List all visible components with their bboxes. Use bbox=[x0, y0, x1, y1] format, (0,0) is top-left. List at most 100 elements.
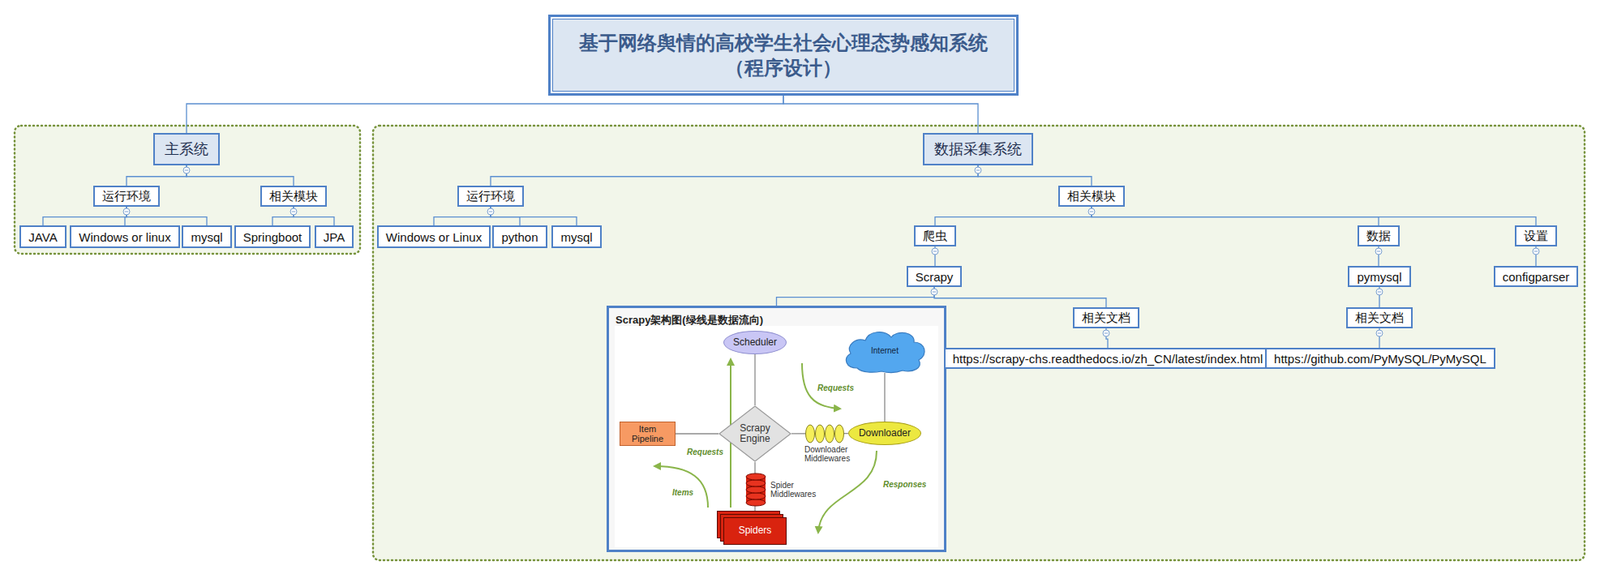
collapse-minus bbox=[1104, 333, 1108, 335]
category-box: 爬虫 bbox=[913, 225, 957, 247]
connector bbox=[754, 354, 755, 406]
data-flow-arrow bbox=[655, 466, 708, 508]
flow-label: Items bbox=[672, 488, 694, 498]
node-text: 运行环境 bbox=[466, 188, 515, 205]
node-text: 设置 bbox=[1523, 228, 1549, 245]
diamond-outline bbox=[719, 406, 791, 462]
leaf-box: Windows or linux bbox=[69, 225, 180, 249]
collapse-minus bbox=[184, 170, 189, 172]
cloud-outline bbox=[845, 332, 925, 374]
collapse-marker bbox=[1088, 208, 1095, 215]
collapse-marker bbox=[487, 208, 494, 215]
category-box: 相关文档 bbox=[1346, 307, 1413, 329]
node-text: https://scrapy-chs.readthedocs.io/zh_CN/… bbox=[952, 351, 1264, 366]
figure-panel bbox=[606, 305, 947, 553]
middleware-disk bbox=[746, 499, 766, 507]
connector bbox=[783, 95, 979, 133]
collapse-minus bbox=[489, 211, 493, 213]
connector bbox=[1091, 206, 1379, 226]
collapse-minus bbox=[124, 211, 129, 213]
collapse-minus bbox=[1377, 333, 1382, 335]
category-box: 相关模块 bbox=[260, 185, 327, 207]
connector bbox=[935, 206, 1092, 226]
category-box: 相关文档 bbox=[1072, 307, 1140, 329]
category-box: pymysql bbox=[1347, 265, 1411, 288]
collapse-minus bbox=[1534, 251, 1538, 253]
connector bbox=[490, 206, 520, 226]
node-text: 相关文档 bbox=[1355, 310, 1404, 327]
connector bbox=[490, 206, 577, 226]
leaf-box: mysql bbox=[181, 225, 232, 249]
collapse-marker bbox=[1532, 248, 1540, 255]
collapse-circle bbox=[1376, 288, 1383, 296]
node-text: 主系统 bbox=[164, 139, 209, 159]
connector bbox=[126, 206, 207, 226]
node-text: 爬虫 bbox=[922, 228, 948, 245]
collapse-minus bbox=[932, 291, 936, 293]
node-text: 基于网络舆情的高校学生社会心理态势感知系统 （程序设计） bbox=[566, 30, 1000, 81]
collapse-minus bbox=[1377, 291, 1382, 293]
connector bbox=[272, 206, 294, 226]
collapse-marker bbox=[1376, 330, 1383, 337]
node-text: 数据 bbox=[1366, 228, 1391, 245]
leaf-box: https://scrapy-chs.readthedocs.io/zh_CN/… bbox=[943, 347, 1273, 369]
connector bbox=[934, 287, 1107, 308]
connector bbox=[293, 206, 335, 226]
node-text: 相关模块 bbox=[269, 188, 318, 205]
connector bbox=[883, 373, 885, 422]
node-text: configparser bbox=[1502, 270, 1570, 284]
connector bbox=[186, 95, 784, 133]
category-box: 运行环境 bbox=[93, 185, 160, 207]
collapse-marker bbox=[123, 208, 130, 215]
component-shape: Internet bbox=[840, 327, 929, 374]
leaf-box: Springboot bbox=[234, 225, 312, 249]
leaf-box: mysql bbox=[551, 225, 601, 249]
node-text: Internet bbox=[870, 346, 899, 356]
node-text: Springboot bbox=[243, 230, 303, 245]
node-text: 运行环境 bbox=[102, 188, 151, 205]
collapse-circle bbox=[974, 167, 982, 174]
collapse-circle bbox=[1088, 208, 1095, 215]
collapse-circle bbox=[290, 208, 297, 215]
connector bbox=[675, 433, 719, 434]
collapse-marker bbox=[1376, 288, 1383, 296]
category-box: 数据 bbox=[1357, 225, 1400, 247]
middleware-disk bbox=[746, 493, 766, 500]
node-text: pymysql bbox=[1356, 270, 1402, 284]
node-text: Windows or linux bbox=[78, 230, 171, 245]
collapse-marker bbox=[931, 248, 939, 255]
collapse-minus bbox=[1376, 251, 1381, 253]
collapse-minus bbox=[291, 211, 296, 213]
connector bbox=[1091, 206, 1536, 226]
collapse-minus bbox=[933, 251, 937, 253]
middleware-disk bbox=[746, 473, 766, 481]
component-shape: Scheduler bbox=[723, 330, 787, 355]
category-box: 运行环境 bbox=[457, 185, 524, 207]
collapse-marker bbox=[1102, 330, 1110, 337]
collapse-circle bbox=[931, 248, 939, 255]
flow-label: Responses bbox=[883, 480, 927, 490]
node-text: Spiders bbox=[738, 525, 773, 537]
component-label: Spider Middlewares bbox=[770, 480, 824, 499]
collapse-marker bbox=[290, 208, 297, 215]
node-text: Scheduler bbox=[733, 337, 777, 348]
connector bbox=[490, 165, 979, 186]
collapse-circle bbox=[123, 208, 130, 215]
collapse-circle bbox=[1532, 248, 1540, 255]
middleware-disk bbox=[746, 480, 766, 487]
node-text: mysql bbox=[190, 230, 223, 245]
middleware-disk bbox=[835, 424, 845, 443]
connector bbox=[186, 165, 294, 186]
system-box: 数据采集系统 bbox=[922, 132, 1034, 166]
flow-label: Requests bbox=[817, 383, 854, 393]
category-box: 相关模块 bbox=[1058, 185, 1125, 207]
collapse-marker bbox=[974, 167, 982, 174]
node-text: Scrapy bbox=[915, 270, 954, 284]
node-text: 数据采集系统 bbox=[934, 139, 1022, 159]
component-shape: Downloader bbox=[848, 421, 922, 446]
node-text: Scrapy Engine bbox=[733, 423, 777, 445]
group-region bbox=[14, 125, 361, 254]
connector bbox=[126, 165, 187, 186]
node-text: mysql bbox=[560, 230, 592, 245]
node-text: JAVA bbox=[28, 230, 57, 245]
